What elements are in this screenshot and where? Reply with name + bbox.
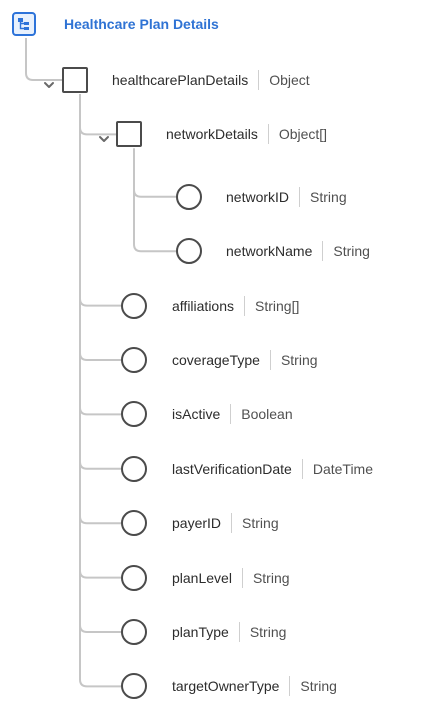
field-type: String (280, 352, 318, 368)
field-name: coverageType (172, 352, 260, 368)
node-label: healthcarePlanDetails Object (112, 70, 310, 90)
field-type: Object (269, 72, 310, 88)
node-label: coverageType String (172, 350, 318, 370)
field-node-circle[interactable] (121, 347, 147, 373)
field-name: networkDetails (166, 126, 258, 143)
separator (241, 567, 243, 588)
node-label: networkDetails Object[] (166, 124, 328, 145)
object-node-square[interactable] (62, 67, 88, 93)
node-label: affiliations String[] (172, 295, 300, 316)
separator (269, 350, 271, 370)
field-type: String (310, 188, 347, 205)
separator (230, 404, 232, 425)
field-type: Object[] (278, 126, 328, 143)
field-type: String (242, 515, 279, 532)
field-name: lastVerificationDate (172, 460, 292, 477)
field-node-circle[interactable] (121, 401, 147, 428)
field-name: networkID (226, 188, 290, 205)
field-name: planLevel (172, 569, 232, 586)
field-node-circle[interactable] (121, 510, 147, 537)
field-name: targetOwnerType (172, 678, 280, 695)
separator (299, 186, 301, 207)
field-type: String (252, 569, 290, 586)
node-label: planType String (172, 622, 286, 642)
node-label: targetOwnerType String (172, 676, 337, 697)
node-label: lastVerificationDate DateTime (172, 458, 374, 479)
separator (289, 676, 291, 697)
node-label: networkName String (226, 241, 370, 262)
schema-tree-icon[interactable] (12, 12, 36, 36)
separator (238, 622, 240, 642)
field-type: String (333, 243, 370, 260)
field-type: String[] (255, 297, 300, 314)
node-label: payerID String (172, 513, 279, 534)
field-name: affiliations (172, 297, 235, 314)
field-node-circle[interactable] (121, 292, 147, 319)
field-type: String (300, 678, 337, 695)
separator (244, 295, 246, 316)
field-node-circle[interactable] (176, 238, 202, 265)
node-label: networkID String (226, 186, 347, 207)
node-label: isActive Boolean (172, 404, 293, 425)
field-node-circle[interactable] (121, 619, 147, 645)
field-name: payerID (172, 515, 222, 532)
field-name: healthcarePlanDetails (112, 72, 249, 88)
object-node-square[interactable] (116, 121, 142, 148)
field-name: planType (172, 624, 229, 640)
field-name: isActive (172, 406, 221, 423)
field-node-circle[interactable] (121, 564, 147, 591)
separator (267, 124, 269, 145)
schema-title: Healthcare Plan Details (64, 16, 219, 32)
field-node-circle[interactable] (176, 183, 202, 210)
field-node-circle[interactable] (121, 455, 147, 482)
field-node-circle[interactable] (121, 673, 147, 700)
separator (231, 513, 233, 534)
field-type: String (249, 624, 287, 640)
chevron-down-icon[interactable] (42, 78, 56, 92)
field-type: DateTime (312, 460, 374, 477)
node-label: planLevel String (172, 567, 290, 588)
separator (322, 241, 324, 262)
separator (258, 70, 260, 90)
separator (301, 458, 303, 479)
chevron-down-icon[interactable] (97, 132, 111, 146)
field-type: Boolean (241, 406, 293, 423)
field-name: networkName (226, 243, 313, 260)
